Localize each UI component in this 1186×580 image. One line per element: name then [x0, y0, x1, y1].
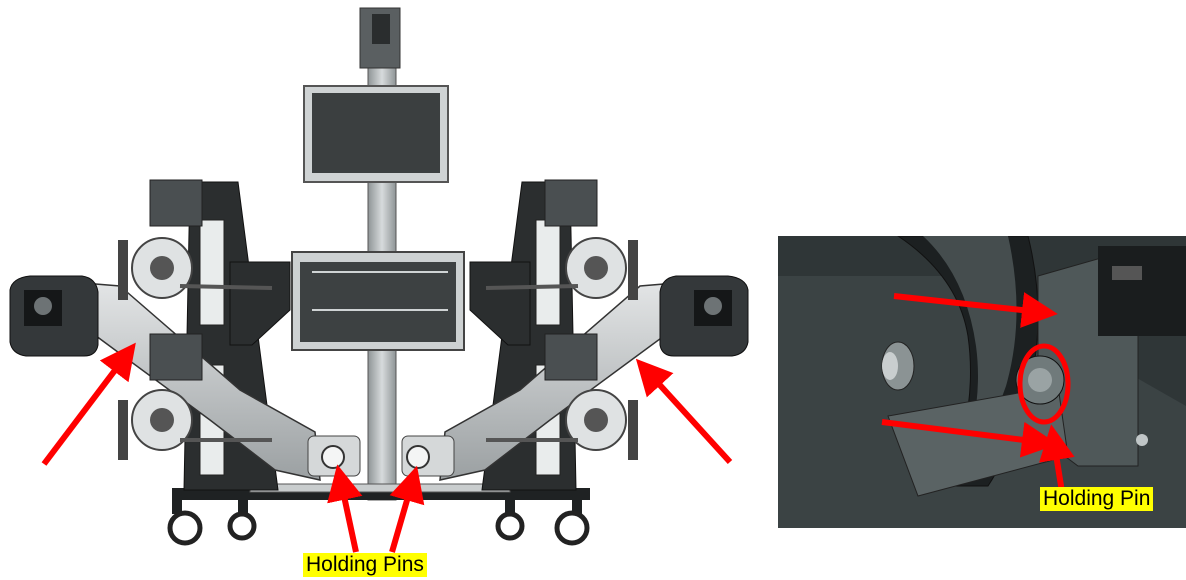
holding-pin-closeup-photo: [778, 236, 1186, 528]
red-arrow-left-arm: [41, 342, 136, 466]
red-arrow-right-pin: [389, 465, 425, 553]
holding-pin-label: Holding Pin: [1040, 487, 1154, 511]
red-arrows: [41, 342, 733, 553]
holding-pins-label: Holding Pins: [303, 553, 427, 577]
column-top-inner: [372, 14, 390, 44]
red-arrow-pin: [1039, 424, 1075, 493]
right-upper-wheel-target: [485, 179, 638, 300]
left-lower-wheel-target: [118, 333, 272, 460]
left-upper-wheel-target: [118, 179, 273, 300]
monitor-screen: [312, 93, 440, 173]
red-arrow-left-pin: [327, 464, 363, 553]
red-arrow-lower: [881, 419, 1058, 458]
alignment-machine-illustration: [9, 7, 749, 553]
right-lower-wheel-target: [486, 333, 638, 460]
casters: [167, 500, 590, 546]
left-holding-pin: [321, 445, 345, 469]
red-arrow-upper: [893, 292, 1058, 328]
alignment-machine-drawing: [9, 7, 749, 553]
cabinet-front: [300, 262, 456, 342]
right-holding-pin: [406, 445, 430, 469]
red-arrow-right-arm: [635, 358, 733, 465]
closeup-drawing: [778, 236, 1186, 528]
